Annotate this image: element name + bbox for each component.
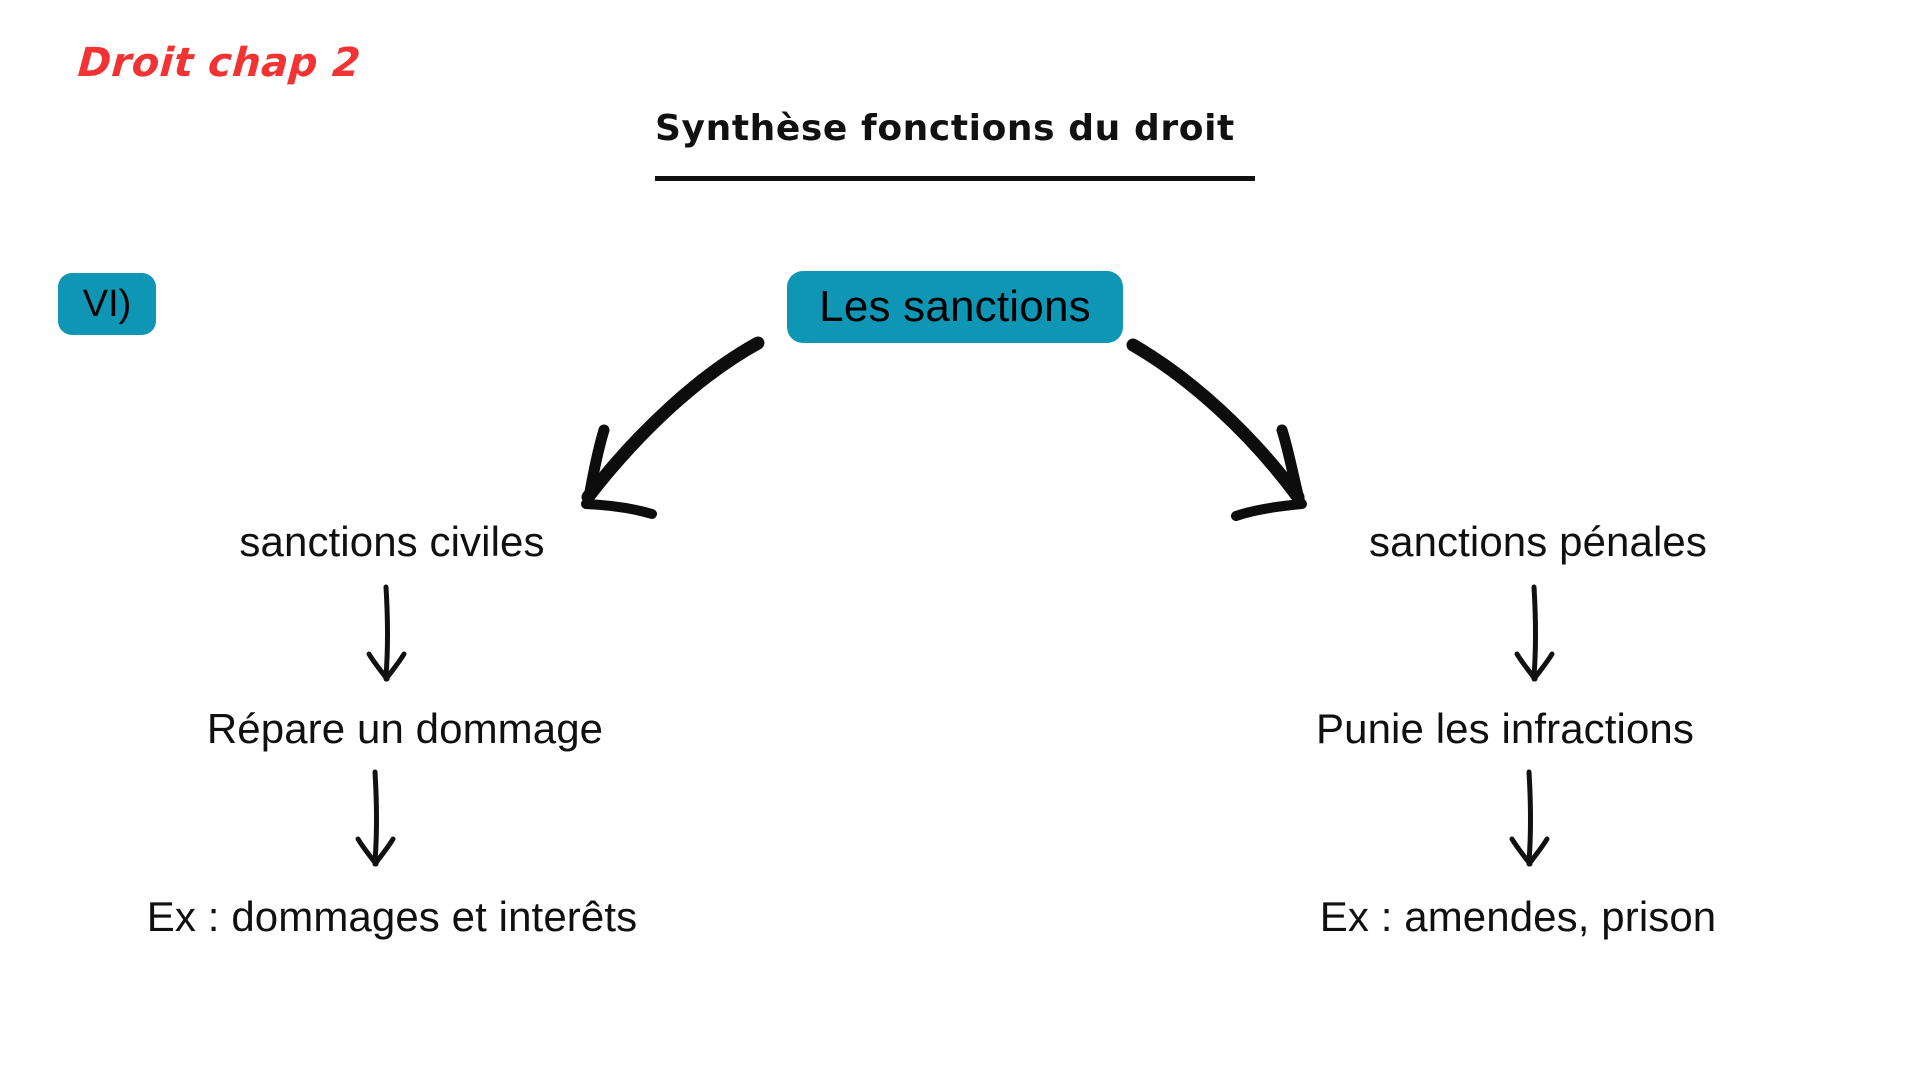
page-title-underline — [655, 176, 1255, 181]
arrow-down-icon — [355, 769, 396, 867]
arrow-down-icon — [1514, 584, 1555, 682]
diagram-node-sanctions-penales[interactable]: sanctions pénales — [1369, 518, 1707, 565]
curved-arrow-down-left-icon — [581, 336, 765, 519]
diagram-node-repare-un-dommage[interactable]: Répare un dommage — [206, 705, 604, 752]
chapter-tag: Droit chap 2 — [76, 40, 363, 86]
diagram-node-root[interactable]: Les sanctions — [787, 271, 1123, 343]
diagram-node-exemple-penal[interactable]: Ex : amendes, prison — [1319, 893, 1717, 940]
section-badge[interactable]: VI) — [58, 273, 156, 335]
diagram-node-sanctions-civiles[interactable]: sanctions civiles — [239, 518, 545, 565]
arrow-down-icon — [366, 584, 407, 682]
page-title: Synthèse fonctions du droit — [655, 108, 1235, 149]
diagram-node-exemple-civil[interactable]: Ex : dommages et interêts — [146, 893, 638, 940]
diagram-node-punie-les-infractions[interactable]: Punie les infractions — [1316, 705, 1694, 752]
arrow-down-icon — [1509, 769, 1550, 867]
curved-arrow-down-right-icon — [1126, 338, 1307, 521]
